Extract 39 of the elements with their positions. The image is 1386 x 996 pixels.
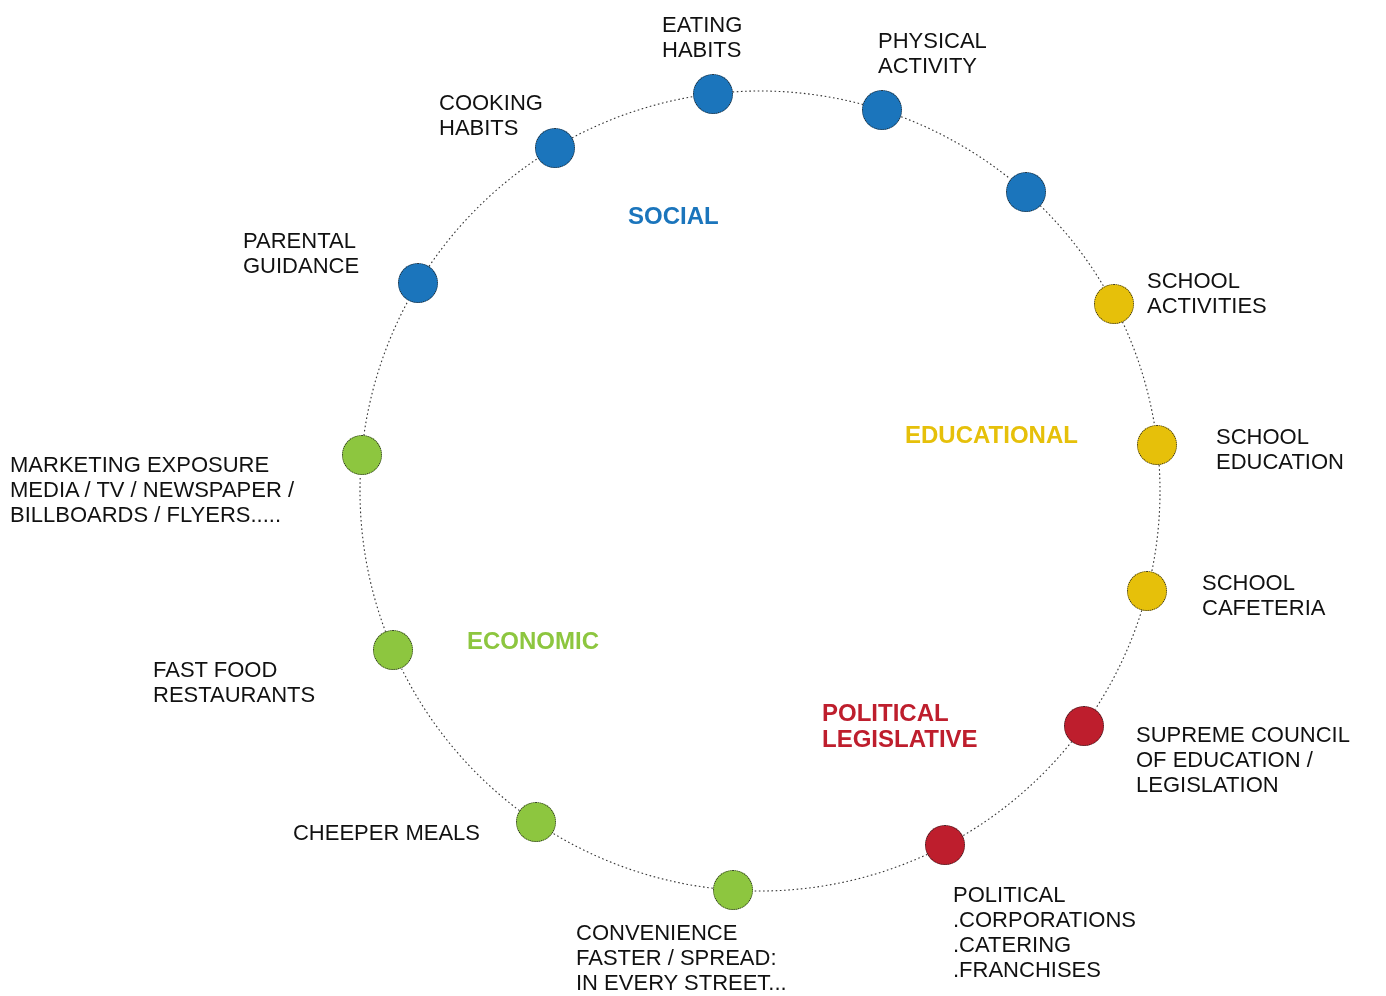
category-label: EDUCATIONAL [905,422,1079,448]
dot-label: PARENTAL GUIDANCE [243,228,361,278]
dot-label: MARKETING EXPOSURE MEDIA / TV / NEWSPAPER / BILLBOARDS / FLYERS..... [10,452,296,527]
category-label: SOCIAL [628,203,720,229]
dotted-arc [900,116,1011,180]
dot [341,435,382,476]
dot [534,127,575,168]
category-label: POLITICAL LEGISLATIVE [822,700,979,752]
dot [692,73,733,114]
dot [925,825,966,866]
dot [373,630,414,671]
dot-label: SUPREME COUNCIL OF EDUCATION / LEGISLATION [1136,722,1351,797]
dot-label: CONVENIENCE FASTER / SPREAD: IN EVERY STREET... [576,920,788,995]
dot [1005,171,1046,212]
dot [1127,571,1168,612]
dot-label: SCHOOL CAFETERIA [1202,570,1327,620]
dot [862,90,903,131]
dot [712,870,753,911]
dot-label: COOKING HABITS [439,90,544,140]
dot [1093,283,1134,324]
dotted-arc [571,96,694,139]
dot-label: CHEEPER MEALS [291,820,480,845]
dot-label: POLITICAL .CORPORATIONS .CATERING .FRANCHISES [953,882,1137,982]
dot-label: PHYSICAL ACTIVITY [878,28,987,78]
dot-label: SCHOOL ACTIVITIES [1147,268,1268,318]
dot [1137,425,1178,465]
dot [515,802,556,843]
category-label: ECONOMIC [467,628,600,654]
dot [1064,705,1104,746]
dotted-arc [552,832,714,889]
dot-label: FAST FOOD RESTAURANTS [153,657,317,707]
dotted-arc [752,853,928,892]
dotted-arc [1151,464,1161,573]
dot-label: SCHOOL EDUCATION [1216,424,1345,474]
dotted-arc [1094,609,1143,710]
dotted-arc [428,157,539,267]
dotted-arc [962,740,1073,837]
dot-label: EATING HABITS [662,12,744,62]
dot [398,263,439,304]
